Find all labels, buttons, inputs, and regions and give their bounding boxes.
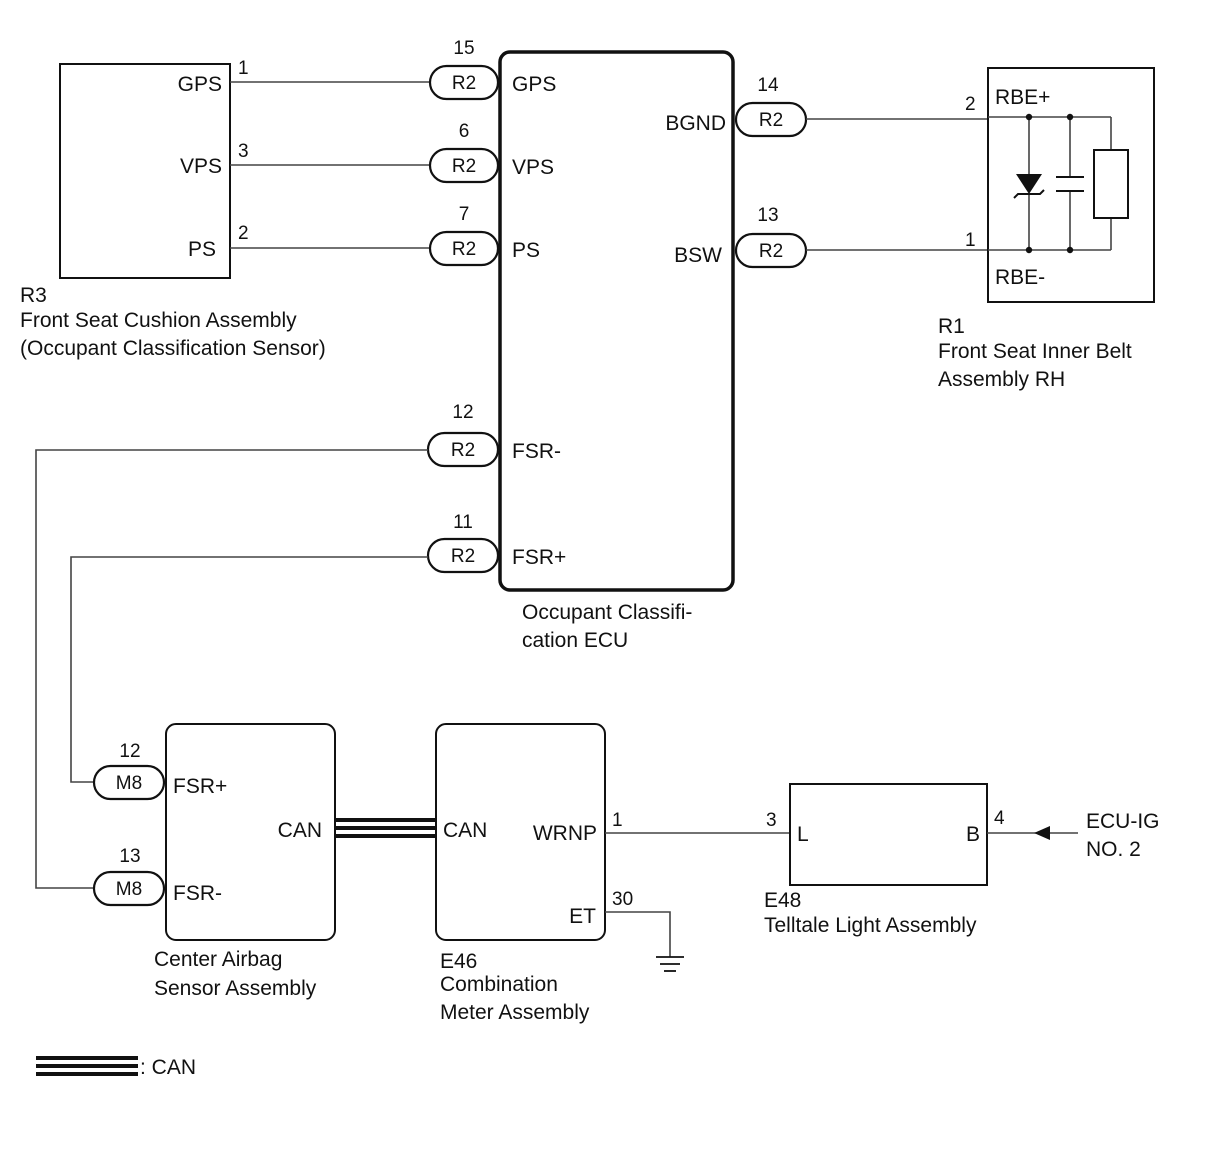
ecu-pin-number-fsr-minus: 12 xyxy=(452,402,473,423)
power-arrow-icon xyxy=(1034,826,1050,840)
r1-code: R1 xyxy=(938,315,965,338)
e48-code: E48 xyxy=(764,889,801,912)
e46-code: E46 xyxy=(440,950,477,973)
r1-name-line1: Front Seat Inner Belt xyxy=(938,340,1132,363)
e48-pin-number-b: 4 xyxy=(994,808,1005,829)
airbag-connector-fsr-plus-label: M8 xyxy=(116,773,142,794)
ecu-pin-vps-label: VPS xyxy=(512,156,554,179)
r1-internal-circuit xyxy=(988,113,1129,254)
e46-name-line2: Meter Assembly xyxy=(440,1001,590,1024)
ecu-pin-bgnd-label: BGND xyxy=(665,112,726,135)
r1-pin-rbe-minus-label: RBE- xyxy=(995,266,1045,289)
e46-name-line1: Combination xyxy=(440,973,558,996)
airbag-pin-can-label: CAN xyxy=(278,819,322,842)
r3-name-line1: Front Seat Cushion Assembly xyxy=(20,309,297,332)
ecu-pin-fsr-minus-label: FSR- xyxy=(512,440,561,463)
r1-zener-diode xyxy=(1016,174,1042,194)
ecu-pin-number-fsr-plus: 11 xyxy=(453,512,473,533)
ecu-name-line1: Occupant Classifi- xyxy=(522,601,692,624)
wire-fsr-minus xyxy=(35,449,428,889)
e46-pin-et-label: ET xyxy=(569,905,596,928)
ecu-connector-ps-label: R2 xyxy=(452,239,476,260)
legend-can-icon xyxy=(36,1056,138,1060)
ecu-connector-bsw-label: R2 xyxy=(759,241,783,262)
r3-code: R3 xyxy=(20,284,47,307)
airbag-connector-fsr-plus xyxy=(92,764,166,801)
ecu-pin-number-bsw: 13 xyxy=(757,205,778,226)
airbag-pin-number-fsr-minus: 13 xyxy=(119,846,140,867)
r3-pin-ps-label: PS xyxy=(188,238,216,261)
ecu-pin-number-ps: 7 xyxy=(459,204,470,225)
ecu-name-line2: cation ECU xyxy=(522,629,628,652)
e46-pin-number-et: 30 xyxy=(612,889,633,910)
r3-sensor-component: GPS VPS PS 1 3 2 R3 Front Seat Cushion A… xyxy=(20,58,326,360)
r3-pin-number-ps: 2 xyxy=(238,223,249,244)
ecu-connector-vps xyxy=(428,147,500,184)
ecu-pin-fsr-plus-label: FSR+ xyxy=(512,546,566,569)
power-source-line1: ECU-IG xyxy=(1086,810,1160,833)
r3-pin-number-gps: 1 xyxy=(238,58,249,79)
e48-pin-number-l: 3 xyxy=(766,810,777,831)
r1-pin-number-rbe-minus: 1 xyxy=(965,230,976,251)
ecu-pin-number-vps: 6 xyxy=(459,121,470,142)
e48-box xyxy=(789,783,988,886)
e48-pin-l-label: L xyxy=(797,823,809,846)
e48-telltale-light-component: L B 3 4 E48 Telltale Light Assembly xyxy=(764,783,1005,937)
ground-icon xyxy=(656,956,684,972)
legend: : CAN xyxy=(36,1056,196,1079)
airbag-pin-fsr-minus-label: FSR- xyxy=(173,882,222,905)
e46-pin-wrnp-label: WRNP xyxy=(533,822,597,845)
ecu-pin-gps-label: GPS xyxy=(512,73,556,96)
r1-belt-component: 2 1 RBE+ RBE- R1 Front Seat In xyxy=(938,67,1155,391)
occupant-classification-ecu: GPS VPS PS FSR- FSR+ BGND BSW Occupant C… xyxy=(426,38,808,652)
r3-pin-vps-label: VPS xyxy=(180,155,222,178)
ecu-pin-number-bgnd: 14 xyxy=(757,75,779,96)
e46-pin-can-label: CAN xyxy=(443,819,487,842)
e48-name: Telltale Light Assembly xyxy=(764,914,977,937)
airbag-pin-fsr-plus-label: FSR+ xyxy=(173,775,227,798)
ecu-pin-ps-label: PS xyxy=(512,239,540,262)
ecu-connector-bgnd-label: R2 xyxy=(759,110,783,131)
r1-name-line2: Assembly RH xyxy=(938,368,1065,391)
wire-et xyxy=(605,911,671,957)
e46-combination-meter-component: CAN WRNP ET 1 30 E46 Combination Meter A… xyxy=(435,723,633,1024)
ecu-connector-fsr-plus-label: R2 xyxy=(451,546,475,567)
airbag-pin-number-fsr-plus: 12 xyxy=(119,741,140,762)
ecu-pin-number-gps: 15 xyxy=(453,38,474,59)
ecu-pin-bsw-label: BSW xyxy=(674,244,722,267)
ecu-box xyxy=(498,50,735,592)
wire-fsr-plus xyxy=(70,556,428,783)
r1-pin-rbe-plus-label: RBE+ xyxy=(995,86,1050,109)
center-airbag-sensor-component: M8 12 M8 13 FSR+ FSR- CAN Center Airbag … xyxy=(92,723,336,1000)
ecu-connector-gps xyxy=(428,64,500,101)
power-source-line2: NO. 2 xyxy=(1086,838,1141,861)
airbag-name-line1: Center Airbag xyxy=(154,948,282,971)
airbag-box xyxy=(165,723,336,941)
e46-box xyxy=(435,723,606,941)
legend-can-label: : CAN xyxy=(140,1056,196,1079)
airbag-name-line2: Sensor Assembly xyxy=(154,977,317,1000)
r3-name-line2: (Occupant Classification Sensor) xyxy=(20,337,326,360)
r1-resistor xyxy=(1093,149,1129,219)
airbag-connector-fsr-minus-label: M8 xyxy=(116,879,142,900)
can-bus xyxy=(335,818,436,838)
airbag-connector-fsr-minus xyxy=(92,870,166,907)
e46-pin-number-wrnp: 1 xyxy=(612,810,623,831)
r1-pin-number-rbe-plus: 2 xyxy=(965,94,976,115)
r3-pin-number-vps: 3 xyxy=(238,141,249,162)
e48-pin-b-label: B xyxy=(966,823,980,846)
ecu-connector-vps-label: R2 xyxy=(452,156,476,177)
ecu-connector-ps xyxy=(428,230,500,267)
ecu-connector-gps-label: R2 xyxy=(452,73,476,94)
r3-box xyxy=(59,63,231,279)
ecu-connector-fsr-plus xyxy=(426,537,500,574)
r3-pin-gps-label: GPS xyxy=(178,73,222,96)
ecu-connector-fsr-minus-label: R2 xyxy=(451,440,475,461)
